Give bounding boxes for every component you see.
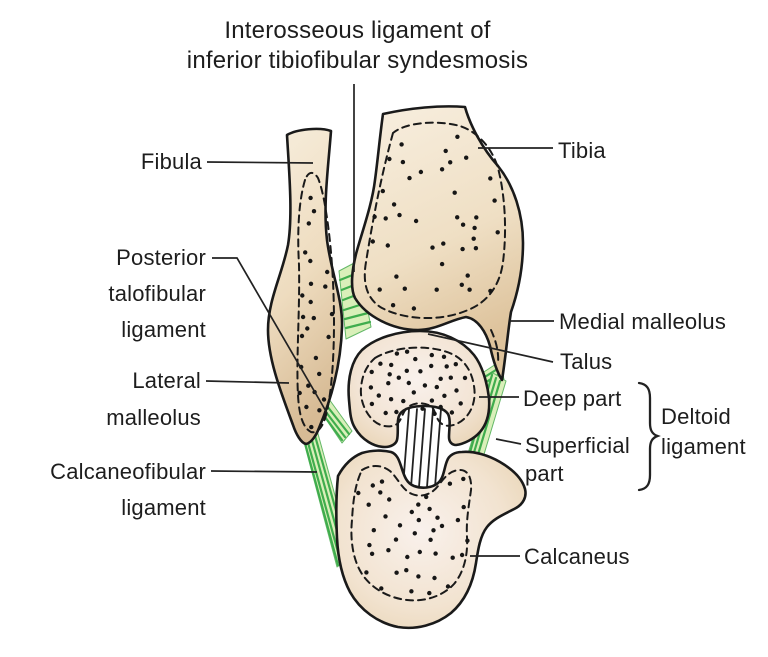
- leader-superficial-part: [495, 438, 522, 445]
- label-deep-part: Deep part: [523, 386, 622, 411]
- label-lateral-malleolus: Lateral malleolus: [106, 368, 201, 430]
- calcaneus-speckles: [356, 476, 470, 596]
- fibula-speckles: [297, 195, 335, 430]
- label-medial-malleolus: Medial malleolus: [559, 309, 727, 334]
- talus-inner-contour: [359, 346, 476, 428]
- figure-title: Interosseous ligament of inferior tibiof…: [186, 17, 529, 74]
- leader-lines: [205, 84, 554, 557]
- label-talus: Talus: [560, 349, 613, 374]
- label-calcaneus: Calcaneus: [524, 544, 630, 569]
- label-tibia: Tibia: [558, 138, 606, 163]
- leader-lateral-malleolus: [205, 380, 290, 384]
- talus-bone: [347, 329, 491, 449]
- label-fibula: Fibula: [140, 149, 202, 174]
- tibia-inner-contour: [363, 121, 507, 319]
- tibia-speckles: [370, 134, 500, 311]
- deltoid-brace: [637, 381, 661, 492]
- label-deltoid-ligament: Deltoid ligament: [661, 404, 746, 459]
- leader-fibula: [206, 161, 314, 164]
- label-superficial-part: Superficial part: [525, 433, 630, 486]
- calcaneus-inner-contour: [350, 465, 473, 602]
- leader-posterior-talofibular: [212, 257, 328, 414]
- medial-malleolus-inner-contour: [490, 329, 500, 365]
- talus-speckles: [368, 349, 468, 416]
- leader-talus: [427, 333, 554, 363]
- label-calcaneofibular-ligament: Calcaneofibular ligament: [50, 459, 206, 520]
- talocalcaneal-ligament: [397, 408, 445, 488]
- fibula-inner-contour: [296, 172, 336, 434]
- fibula-bone: [266, 127, 344, 446]
- label-posterior-talofibular-ligament: Posterior talofibular ligament: [108, 245, 206, 342]
- leader-calcaneofibular: [210, 470, 318, 473]
